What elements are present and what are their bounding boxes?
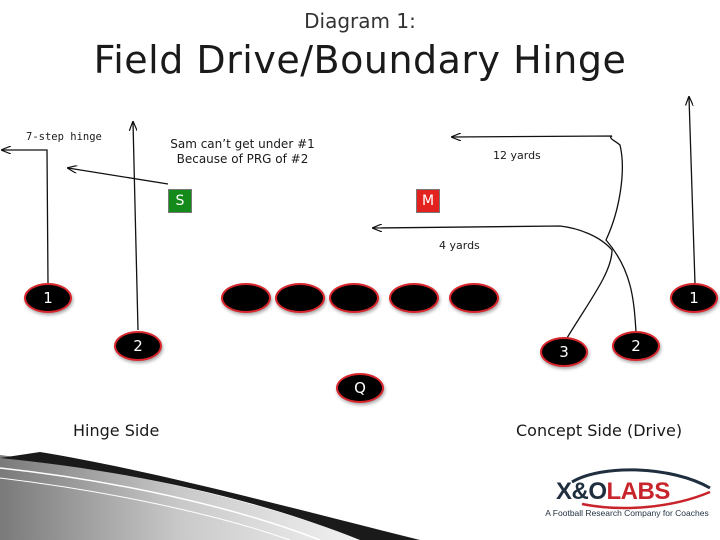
route-left-2-vertical: [133, 122, 139, 331]
note-twelve-yards: 12 yards: [493, 149, 541, 162]
offensive-lineman: [389, 283, 439, 313]
note-four-yards: 4 yards: [439, 239, 480, 252]
defender-sam: S: [168, 189, 192, 213]
offensive-lineman: [449, 283, 499, 313]
receiver-right-3: 3: [540, 337, 588, 367]
route-left-1-hinge: [2, 150, 49, 285]
route-right-1-vertical: [689, 97, 696, 285]
logo-wordmark: X&OLABS: [556, 478, 670, 506]
note-sam: Sam can’t get under #1 Because of PRG of…: [150, 137, 335, 167]
diagram-subtitle: Diagram 1:: [304, 9, 416, 33]
receiver-left-1-label: 1: [43, 289, 53, 307]
defender-mike: M: [416, 189, 440, 213]
receiver-right-2-label: 2: [631, 337, 641, 355]
logo-swoosh-icon: [571, 468, 711, 510]
receiver-left-2: 2: [114, 331, 162, 361]
route-right-2-drive: [452, 136, 637, 333]
concept-side-label: Concept Side (Drive): [516, 421, 683, 440]
defender-sam-label: S: [175, 193, 185, 209]
route-sam: [68, 168, 169, 185]
xo-labs-logo: X&OLABS A Football Research Company for …: [542, 468, 712, 534]
offensive-lineman: [275, 283, 325, 313]
receiver-left-2-label: 2: [133, 337, 143, 355]
quarterback-label: Q: [354, 379, 366, 397]
receiver-right-1: 1: [670, 283, 718, 313]
receiver-right-1-label: 1: [689, 289, 699, 307]
receiver-right-3-label: 3: [559, 343, 569, 361]
note-sam-line2: Because of PRG of #2: [176, 152, 309, 166]
note-hinge: 7-step hinge: [26, 131, 102, 143]
receiver-left-1: 1: [24, 283, 72, 313]
offensive-lineman: [329, 283, 379, 313]
note-sam-line1: Sam can’t get under #1: [170, 137, 315, 151]
logo-tagline: A Football Research Company for Coaches: [545, 508, 709, 518]
logo-labs-text: LABS: [606, 478, 671, 505]
hinge-side-label: Hinge Side: [73, 421, 160, 440]
quarterback: Q: [336, 373, 384, 403]
route-right-3-drive: [373, 226, 613, 339]
diagram-title: Field Drive/Boundary Hinge: [93, 38, 627, 82]
logo-xo-text: X&O: [556, 478, 607, 505]
offensive-lineman: [221, 283, 271, 313]
receiver-right-2: 2: [612, 331, 660, 361]
defender-mike-label: M: [421, 193, 435, 209]
